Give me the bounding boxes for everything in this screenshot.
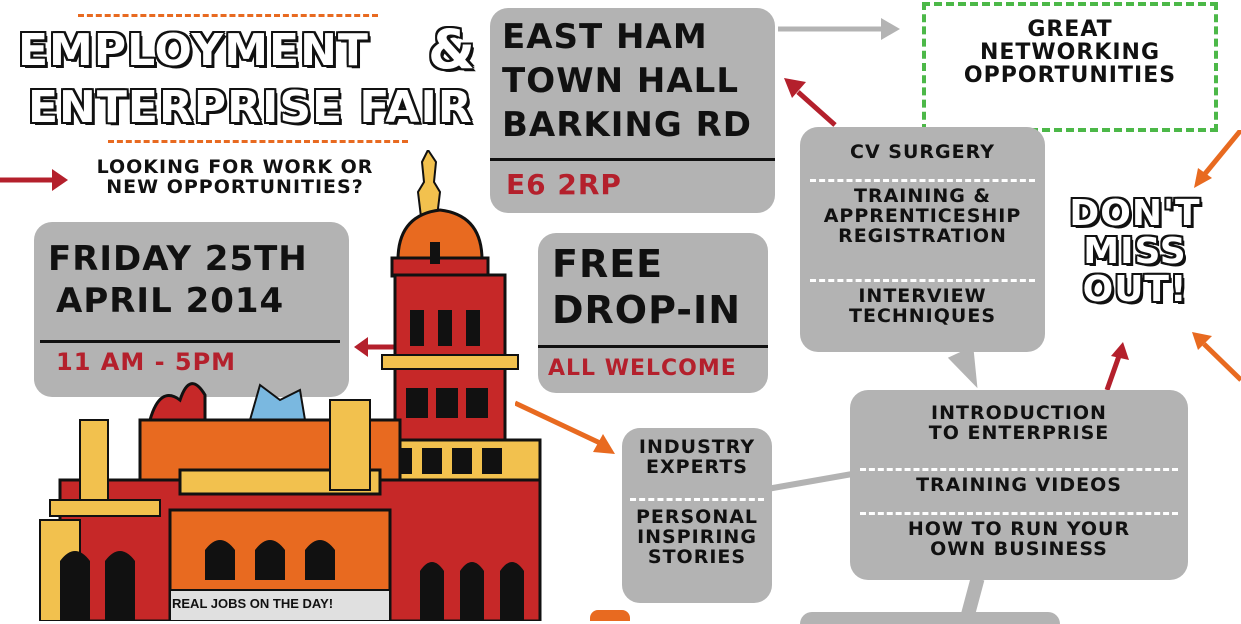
date-box: Friday 25th April 2014 11 AM - 5PM [34,222,349,397]
intro-line-1: Looking for work or [96,156,374,178]
date-line-2: April 2014 [56,281,285,321]
services-dash-2 [810,279,1035,282]
industry-panel: Industry Experts Personal Inspiring Stor… [622,428,772,603]
dont-miss-out: Don't Miss Out! [1050,195,1220,308]
date-line-1: Friday 25th [48,239,308,279]
title-line-2: Enterprise Fair [28,82,473,133]
enterprise-item-intro: Introduction to Enterprise [850,402,1188,444]
services-item-training: Training & Apprenticeship Registration [800,185,1045,247]
free-line-2: Drop-in [552,288,742,332]
experts-line-1: Industry [638,436,756,458]
enterprise-item-business: How to Run Your Own Business [850,518,1188,560]
welcome-text: All Welcome [548,356,737,381]
experts-line-2: Experts [646,455,748,478]
event-title: Employment & Enterprise Fair [18,10,488,143]
date-divider [40,340,340,343]
venue-divider [490,158,775,161]
time-text: 11 AM - 5PM [56,348,237,376]
networking-line-1: Great [1027,17,1113,42]
orange-arrow-bottom-icon [1192,332,1241,382]
title-line-1: Employment [18,25,369,76]
training-line-1: Training & [853,185,992,207]
free-line-1: Free [552,242,664,286]
enterprise-dash-1 [860,468,1178,471]
intro-arrow-icon [0,169,68,191]
free-dropin-box: Free Drop-in All Welcome [538,233,768,393]
venue-arrow-icon [778,18,900,40]
industry-item-stories: Personal Inspiring Stories [622,506,772,568]
services-item-interview: Interview Techniques [800,285,1045,327]
title-ampersand: & [428,18,477,81]
services-tail [947,345,991,395]
industry-connector [770,470,855,492]
venue-line-2: Town Hall [502,61,739,101]
bottom-box-edge [800,612,1060,624]
stories-line-3: Stories [647,545,747,568]
business-line-2: Own Business [930,537,1108,560]
title-dash-top [78,14,378,17]
dont-miss-line-2: Miss [1083,230,1187,272]
enterprise-intro-line-2: to Enterprise [928,421,1110,444]
stories-line-1: Personal [635,506,759,528]
interview-line-1: Interview [858,285,987,307]
training-line-2: Apprenticeship [823,204,1022,227]
title-dash-bottom [108,140,408,143]
industry-arrow-icon [515,400,615,454]
networking-line-2: Networking [979,40,1161,66]
bottom-orange-edge [590,610,630,621]
industry-item-experts: Industry Experts [622,436,772,478]
training-line-3: Registration [838,224,1007,247]
services-arrow-icon [784,78,837,127]
free-divider [538,345,768,348]
intro-line-2: new opportunities? [106,175,364,198]
dont-miss-line-1: Don't [1069,193,1201,234]
business-line-1: How to Run Your [907,518,1131,540]
enterprise-arrow-icon [1104,342,1129,390]
postcode-text: E6 2RP [506,168,622,201]
enterprise-panel: Introduction to Enterprise Training Vide… [850,390,1188,580]
real-jobs-banner: Real Jobs on the Day! [172,596,334,611]
enterprise-dash-2 [860,512,1178,515]
dont-miss-line-3: Out! [1082,268,1188,310]
enterprise-intro-line-1: Introduction [931,402,1107,424]
services-panel: CV Surgery Training & Apprenticeship Reg… [800,127,1045,352]
venue-box: East Ham Town Hall Barking Rd E6 2RP [490,8,775,213]
intro-text: Looking for work or new opportunities? [70,156,400,198]
industry-dash [630,498,764,501]
services-item-cv: CV Surgery [850,141,995,163]
services-dash-1 [810,179,1035,182]
orange-arrow-top-icon [1194,130,1241,188]
venue-line-1: East Ham [502,17,708,57]
town-hall-illustration [39,150,542,621]
interview-line-2: Techniques [849,304,996,327]
enterprise-item-videos: Training Videos [916,474,1122,496]
networking-line-3: Opportunities [963,63,1177,89]
venue-line-3: Barking Rd [502,105,753,145]
networking-box: Great Networking Opportunities [922,2,1218,132]
stories-line-2: Inspiring [637,525,757,548]
